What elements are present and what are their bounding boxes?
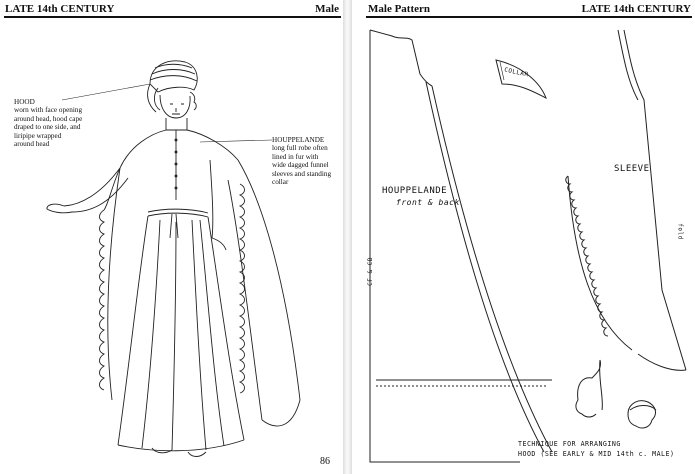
right-header-rule <box>366 16 692 18</box>
fold-label: fold <box>676 223 684 240</box>
hood-note-line: around head, hood cape <box>14 114 83 123</box>
technique-caption-line1: TECHNIQUE FOR ARRANGING <box>518 440 621 448</box>
hood-note-line: worn with face opening <box>14 106 83 115</box>
right-header-title: Male Pattern <box>368 3 430 15</box>
right-page: Male Pattern LATE 14th CENTURY <box>352 0 695 474</box>
houppelande-note-line: collar <box>272 178 289 187</box>
sleeve-label: SLEEVE <box>614 164 650 174</box>
hood-note-title: HOOD <box>14 98 35 106</box>
cf-cb-label: CF & CB <box>366 257 374 286</box>
houppelande-pattern-subtitle: front & back <box>396 198 460 207</box>
houppelande-note: HOUPPELANDE long full robe often lined i… <box>272 136 331 186</box>
hood-note: HOOD worn with face opening around head,… <box>14 98 82 148</box>
houppelande-note-title: HOUPPELANDE <box>272 136 325 144</box>
houppelande-note-line: long full robe often <box>272 144 328 153</box>
figure-illustration <box>46 60 301 457</box>
left-header-gender: Male <box>315 3 339 15</box>
pattern-drawing <box>369 29 687 463</box>
left-header-title: LATE 14th CENTURY <box>5 3 115 15</box>
hood-note-line: draped to one side, and <box>14 123 81 132</box>
left-page-number: 86 <box>320 456 330 467</box>
book-gutter <box>343 0 352 474</box>
left-header-rule <box>4 16 341 18</box>
houppelande-pattern-title: HOUPPELANDE <box>382 186 448 196</box>
houppelande-note-line: wide dagged funnel <box>272 161 329 170</box>
houppelande-note-line: lined in fur with <box>272 152 319 161</box>
hood-note-line: around head <box>14 140 50 149</box>
technique-caption-line2: HOOD (SEE EARLY & MID 14th c. MALE) <box>518 450 675 458</box>
left-page: LATE 14th CENTURY Male <box>0 0 343 474</box>
houppelande-note-line: sleeves and standing <box>272 169 332 178</box>
hood-note-line: liripipe wrapped <box>14 131 62 140</box>
right-header-century: LATE 14th CENTURY <box>581 3 691 15</box>
